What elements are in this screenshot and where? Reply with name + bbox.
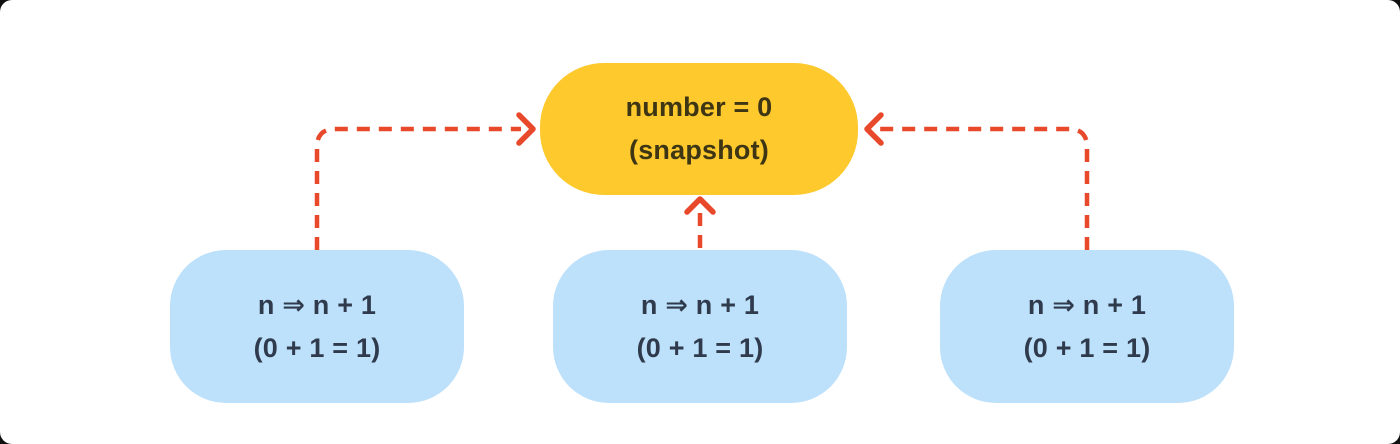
caller-expression-text: n ⇒ n + 1 <box>257 289 377 320</box>
caller-result-text: (0 + 1 = 1) <box>1023 332 1151 363</box>
dashed-arrow-left-caller-to-snapshot <box>314 112 536 250</box>
caller-expression-text: n ⇒ n + 1 <box>640 289 760 320</box>
dashed-arrow-right-caller-to-snapshot <box>864 112 1090 250</box>
caller-result-text: (0 + 1 = 1) <box>253 332 381 363</box>
caller-expression-text: n ⇒ n + 1 <box>1027 289 1147 320</box>
dashed-line-right <box>879 126 1090 250</box>
caller-node-middle: n ⇒ n + 1 (0 + 1 = 1) <box>553 250 847 403</box>
arrowhead-right-icon <box>516 112 536 146</box>
caller-node-left: n ⇒ n + 1 (0 + 1 = 1) <box>170 250 464 403</box>
arrowhead-up-icon <box>684 196 716 215</box>
caller-node-right: n ⇒ n + 1 (0 + 1 = 1) <box>940 250 1234 403</box>
caller-result-text: (0 + 1 = 1) <box>636 332 764 363</box>
snapshot-node: number = 0 (snapshot) <box>540 63 858 195</box>
snapshot-value-text: number = 0 <box>625 92 773 122</box>
dashed-line-left <box>314 126 521 250</box>
arrowhead-left-icon <box>864 112 884 146</box>
dashed-arrow-middle-caller-to-snapshot <box>684 196 716 248</box>
snapshot-label-text: (snapshot) <box>629 135 769 165</box>
